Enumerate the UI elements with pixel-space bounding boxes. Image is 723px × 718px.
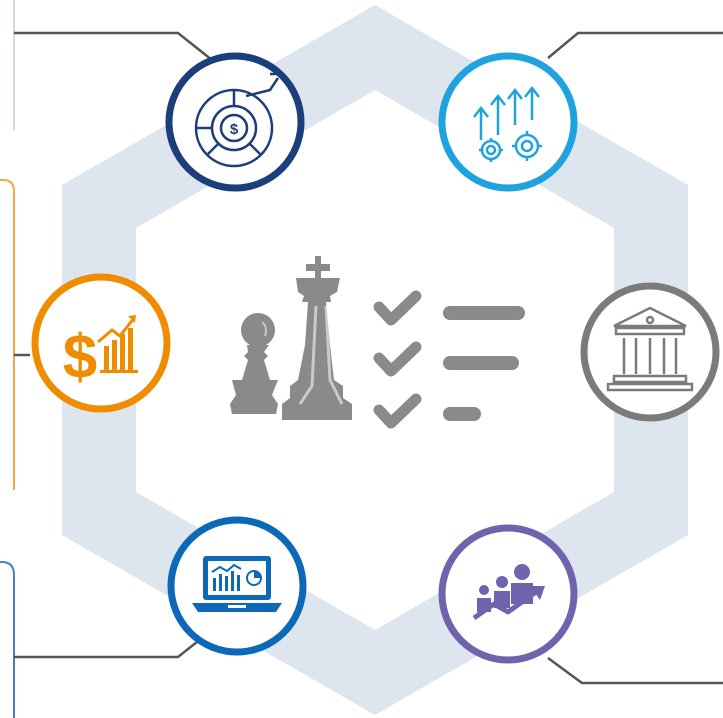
bank-building-icon	[606, 306, 694, 392]
connector-top-right	[547, 31, 723, 59]
node-top-right[interactable]	[438, 52, 578, 192]
checkmark-icon	[373, 341, 422, 377]
people-growth-arrow-icon	[472, 564, 545, 621]
left-card-top	[0, 179, 15, 490]
node-bottom-left[interactable]	[167, 516, 307, 656]
svg-text:$: $	[230, 121, 239, 138]
checkmark-icon	[373, 393, 422, 429]
connector-lines	[14, 31, 723, 685]
list-lines-icon	[443, 306, 525, 421]
left-card-bottom	[0, 561, 15, 718]
arrows-up-gears-icon	[473, 85, 542, 162]
laptop-analytics-icon	[192, 556, 282, 612]
king-icon	[282, 256, 352, 420]
node-top-left[interactable]: $	[165, 52, 305, 192]
dollar-pie-chart-icon: $	[194, 72, 282, 168]
node-middle-left[interactable]: $	[31, 273, 171, 413]
connector-bottom-left	[14, 629, 213, 659]
checkmark-icon	[373, 290, 422, 326]
dollar-bar-chart-icon: $	[63, 315, 138, 392]
connector-bottom-right	[547, 656, 723, 685]
svg-text:$: $	[63, 323, 97, 392]
pawn-icon	[230, 313, 278, 414]
node-bottom-right[interactable]	[438, 524, 578, 664]
connector-top-left	[14, 31, 213, 61]
checklist-icon	[373, 290, 422, 429]
center-strategy-icon	[230, 256, 525, 429]
node-middle-right[interactable]	[580, 282, 720, 422]
